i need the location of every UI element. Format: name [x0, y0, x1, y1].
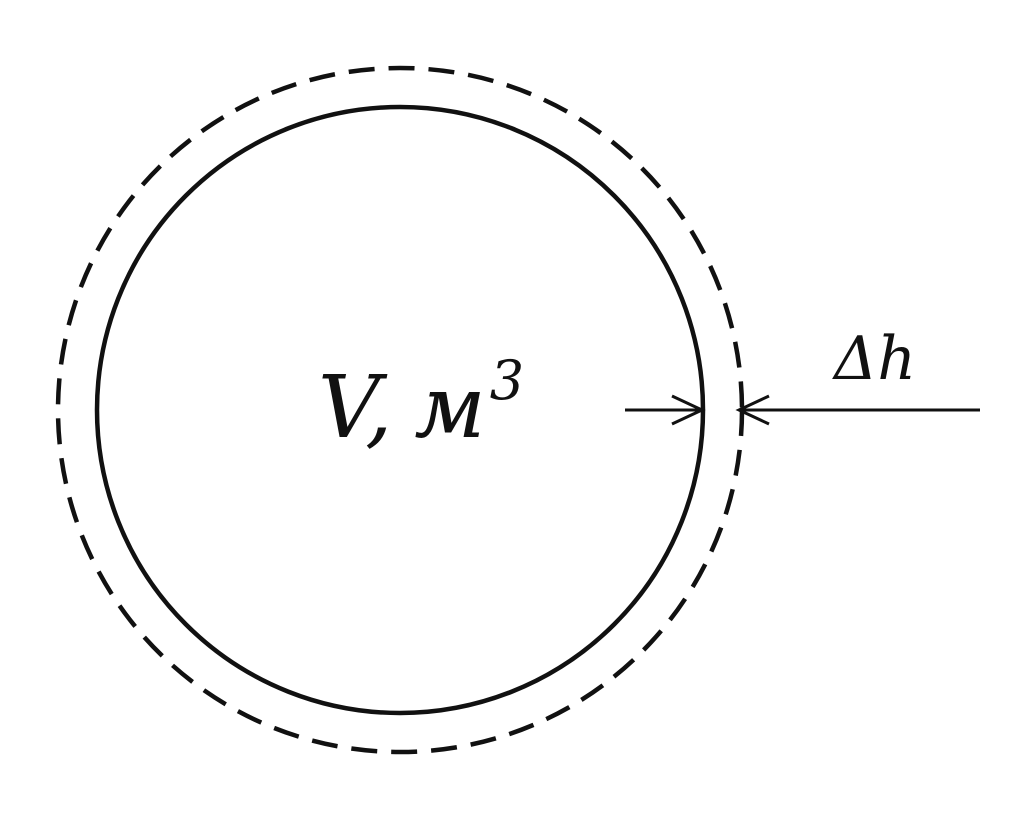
volume-separator: ,: [365, 358, 392, 458]
thickness-label: Δh: [832, 324, 916, 394]
volume-exponent: 3: [490, 349, 524, 412]
volume-unit: м: [414, 358, 485, 458]
arrowhead-left: [735, 394, 770, 426]
volume-label: V,м3: [318, 349, 524, 458]
arrowhead-right: [671, 394, 706, 426]
